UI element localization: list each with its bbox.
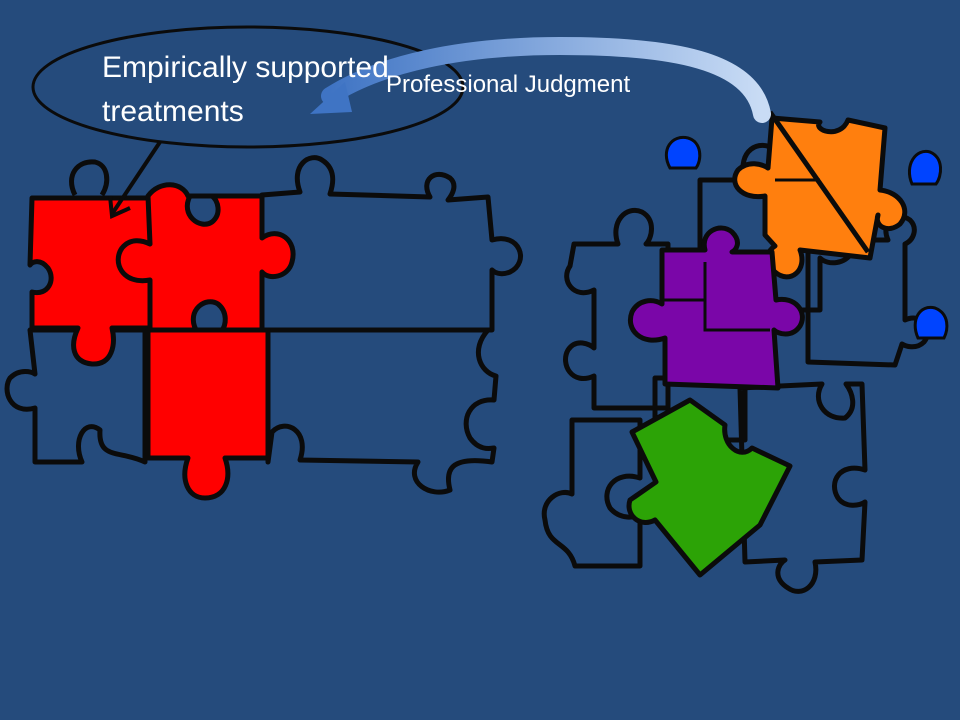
pointer-arrow-icon — [108, 140, 162, 219]
red-piece-bottom — [145, 327, 271, 501]
outline-piece-bottom-left — [4, 327, 148, 465]
outline-piece-top-middle — [259, 155, 523, 333]
orange-cross-line — [767, 110, 871, 254]
green-piece — [626, 397, 793, 578]
blue-tabs — [664, 135, 949, 340]
red-notch-bottom — [191, 299, 228, 333]
blue-tab-3 — [913, 305, 949, 340]
outline-right-d — [541, 417, 643, 569]
orange-piece-group — [732, 110, 908, 280]
red-pieces — [27, 182, 296, 501]
outline-piece-mid-right — [265, 327, 499, 495]
outline-piece-top-left-tab — [69, 159, 110, 197]
empirically-supported-label: Empirically supported treatments — [102, 46, 389, 134]
orange-piece — [732, 115, 908, 280]
blue-tab-2 — [907, 149, 942, 186]
purple-inner-lines — [662, 262, 770, 332]
red-notch-top — [185, 193, 221, 227]
purple-piece — [628, 225, 805, 391]
red-piece-left — [27, 195, 153, 367]
empirically-supported-line2: treatments — [102, 95, 244, 128]
empirically-supported-line1: Empirically supported — [102, 51, 389, 84]
curved-arrow-icon — [310, 36, 771, 123]
callout-ellipse — [31, 25, 465, 149]
left-puzzle-outlines — [4, 155, 523, 495]
outline-right-e — [737, 381, 868, 594]
professional-judgment-label: Professional Judgment — [386, 71, 631, 98]
blue-tab-1 — [664, 135, 702, 170]
red-piece-notches — [185, 193, 228, 333]
